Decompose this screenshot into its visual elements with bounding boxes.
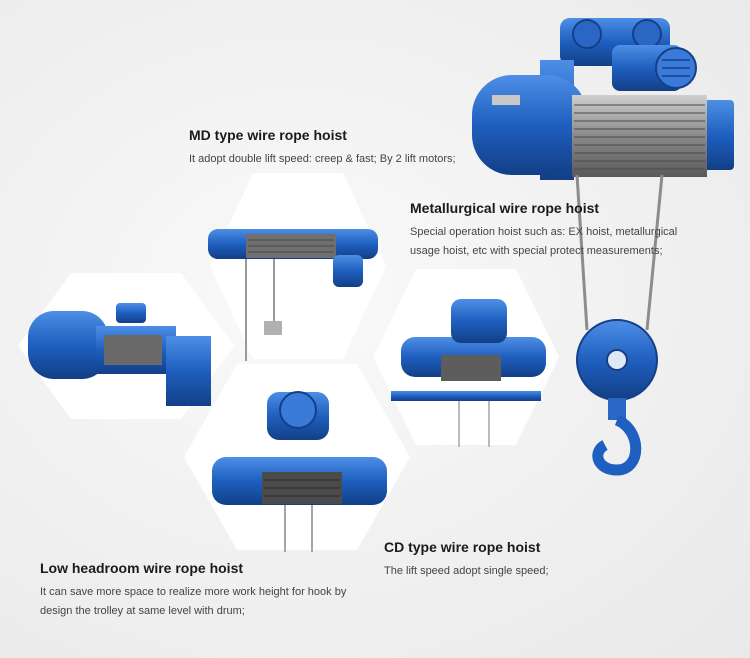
low-headroom-hoist-image <box>16 271 236 421</box>
metallurgical-caption: Metallurgical wire rope hoist Special op… <box>410 199 710 261</box>
low-headroom-title: Low headroom wire rope hoist <box>40 560 244 576</box>
large-hoist-image <box>462 0 750 485</box>
cd-title: CD type wire rope hoist <box>384 539 541 555</box>
metallurgical-description: Special operation hoist such as: EX hois… <box>410 226 678 257</box>
metallurgical-hoist-image <box>371 267 561 447</box>
md-description: It adopt double lift speed: creep & fast… <box>189 153 456 165</box>
cd-description: The lift speed adopt single speed; <box>384 565 549 577</box>
cd-caption: CD type wire rope hoist The lift speed a… <box>384 538 624 581</box>
md-title: MD type wire rope hoist <box>189 127 347 143</box>
low-headroom-description: It can save more space to realize more w… <box>40 586 347 617</box>
md-caption: MD type wire rope hoist It adopt double … <box>189 126 489 169</box>
md-hoist-image <box>208 171 388 361</box>
low-headroom-caption: Low headroom wire rope hoist It can save… <box>40 559 360 621</box>
cd-hoist-image <box>182 362 412 552</box>
metallurgical-title: Metallurgical wire rope hoist <box>410 200 600 216</box>
